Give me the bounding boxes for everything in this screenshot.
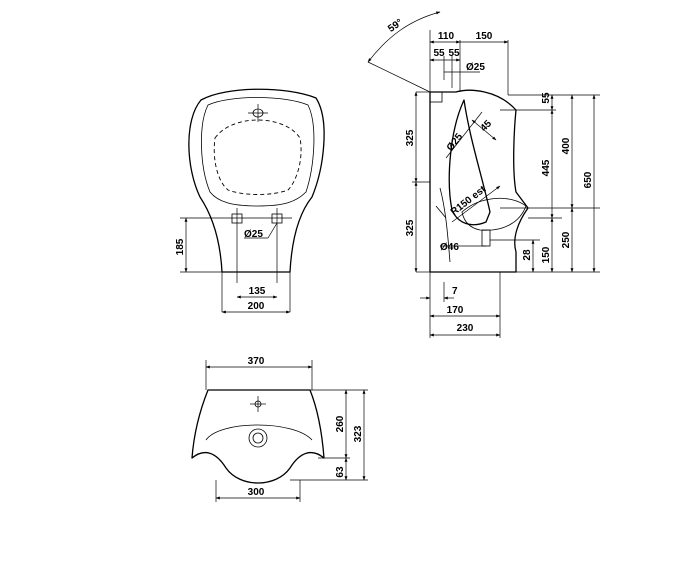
front-bowl-hidden	[213, 119, 302, 195]
angle-label: 59°	[386, 17, 405, 35]
dim-400-label: 400	[561, 137, 572, 154]
dim-55b-label: 55	[448, 48, 460, 59]
front-outline	[188, 88, 325, 273]
dim-230-label: 230	[457, 323, 474, 334]
dim-260-label: 260	[335, 415, 346, 432]
dim-d25-top-label: Ø25	[466, 62, 485, 73]
dim-325-upper-label: 325	[405, 129, 416, 146]
front-inner-rim	[201, 97, 315, 207]
dim-7-label: 7	[452, 286, 458, 297]
side-top-inlet	[429, 91, 443, 103]
dim-250-label: 250	[561, 231, 572, 248]
dim-45-label: 45	[478, 118, 494, 134]
dim-55a-label: 55	[433, 48, 445, 59]
side-view: 59° 110 150 55 55 Ø25 325 325 Ø25 45	[367, 11, 600, 338]
top-view: 370 260 323 63 300	[191, 356, 368, 502]
dim-d46-label: Ø46	[440, 242, 459, 253]
dim-445-label: 445	[541, 159, 552, 176]
dim-28-label: 28	[522, 249, 533, 261]
angle-arc	[367, 11, 441, 63]
dim-63-label: 63	[335, 466, 346, 478]
dim-150-lower-label: 150	[541, 246, 552, 263]
dim-150-label: 150	[476, 31, 493, 42]
dim-110-label: 110	[438, 31, 455, 42]
top-drain-outer	[248, 428, 268, 448]
dim-d25-inner-label: Ø25	[445, 131, 466, 153]
top-outline	[191, 389, 325, 484]
top-basin-rim	[205, 424, 313, 441]
dim-300-label: 300	[248, 487, 265, 498]
dim-55-right-label: 55	[541, 92, 552, 104]
front-view: 185 135 200 Ø25	[175, 88, 325, 314]
side-basin	[461, 197, 527, 231]
dim-d25-label: Ø25	[244, 229, 263, 240]
top-drain-inner	[252, 432, 264, 444]
dim-185-label: 185	[175, 238, 186, 255]
dim-200-label: 200	[248, 301, 265, 312]
dim-170-label: 170	[447, 305, 464, 316]
side-outline	[429, 89, 529, 273]
dim-325-lower-label: 325	[405, 219, 416, 236]
dim-370-label: 370	[248, 356, 265, 367]
dim-650-label: 650	[583, 171, 594, 188]
dim-323-label: 323	[353, 425, 364, 442]
dim-135-label: 135	[249, 286, 266, 297]
